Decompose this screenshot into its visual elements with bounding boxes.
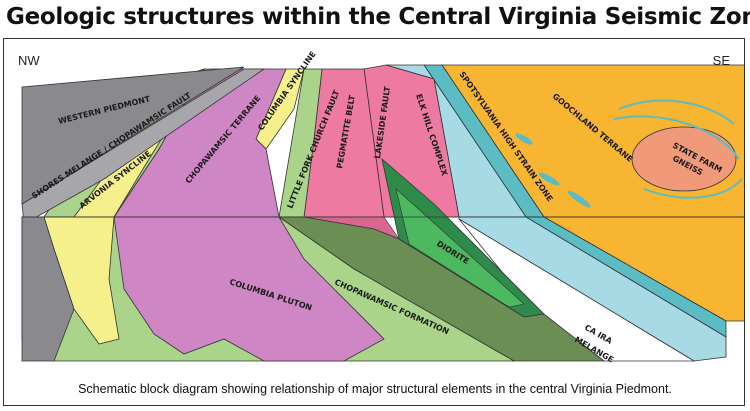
direction-se: SE (712, 53, 730, 68)
diorite-inner (395, 188, 525, 308)
little-fork-fault-top (278, 68, 323, 218)
diagram-svg: WESTERN PIEDMONT SHORES MELANGE / CHOPAW… (21, 50, 744, 364)
foliation-line (613, 115, 740, 160)
columbia-pluton (113, 216, 385, 362)
foliation-line (643, 178, 743, 199)
western-piedmont-top (21, 66, 245, 205)
direction-nw: NW (18, 53, 40, 68)
foliation-line (618, 99, 735, 125)
block-diagram: WESTERN PIEDMONT SHORES MELANGE / CHOPAW… (3, 38, 745, 406)
lens (538, 172, 560, 186)
lens (515, 133, 533, 145)
diagram-caption: Schematic block diagram showing relation… (78, 382, 672, 396)
page-title: Geologic structures within the Central V… (6, 4, 750, 30)
state-farm-gneiss (631, 126, 737, 192)
lens (567, 190, 591, 208)
